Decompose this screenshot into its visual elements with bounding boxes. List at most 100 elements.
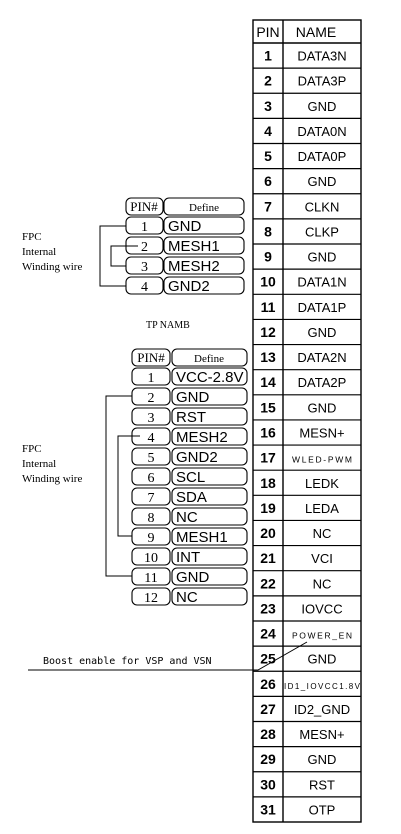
fpc-large-winding-inner bbox=[117, 435, 140, 537]
fpc-large-row-pin-number: 2 bbox=[148, 391, 155, 406]
main-table-pin-number: 26 bbox=[260, 676, 276, 692]
main-table-pin-number: 24 bbox=[260, 626, 276, 642]
fpc-small-header-define-cell bbox=[163, 197, 245, 216]
fpc-small-label-line2: Internal bbox=[22, 246, 56, 258]
fpc-small-row-pin-number: 3 bbox=[141, 260, 148, 275]
tp-name-label: TP NAMB bbox=[146, 320, 190, 331]
main-table-pin-name: DATA1P bbox=[298, 300, 347, 315]
main-table-pin-name: DATA0P bbox=[298, 149, 347, 164]
main-table-pin-name: CLKN bbox=[305, 199, 340, 214]
fpc-large-row-pin-cell bbox=[131, 547, 171, 566]
fpc-large-row-define-cell bbox=[171, 427, 248, 446]
fpc-small-winding-outer bbox=[99, 225, 126, 287]
fpc-small-row-define: MESH1 bbox=[168, 238, 220, 255]
main-table-pin-number: 11 bbox=[261, 299, 276, 315]
fpc-small-row-define-cell bbox=[163, 256, 245, 275]
main-table-pin-name: GND bbox=[308, 174, 337, 189]
fpc-large-row-pin-number: 12 bbox=[144, 591, 158, 606]
main-table-pin-name: CLKP bbox=[305, 224, 339, 239]
fpc-small-row-pin-number: 1 bbox=[141, 220, 148, 235]
main-table-header-name: NAME bbox=[296, 24, 336, 40]
fpc-large-row-pin-cell bbox=[131, 367, 171, 386]
fpc-large-row-pin-cell bbox=[131, 487, 171, 506]
fpc-large-row-define: GND2 bbox=[176, 449, 218, 466]
fpc-large-row-define-cell bbox=[171, 547, 248, 566]
main-table-pin-number: 7 bbox=[264, 198, 272, 214]
main-table-pin-name: DATA0N bbox=[297, 124, 346, 139]
main-table-pin-number: 4 bbox=[264, 123, 272, 139]
fpc-large-row-define-cell bbox=[171, 447, 248, 466]
main-table-pin-number: 13 bbox=[260, 349, 276, 365]
main-table-pin-number: 18 bbox=[260, 475, 276, 491]
main-table-pin-number: 25 bbox=[260, 651, 276, 667]
fpc-large-row-define: GND bbox=[176, 389, 210, 406]
main-table-pin-name: ID1_IOVCC1.8V bbox=[284, 682, 361, 691]
fpc-large-row-pin-cell bbox=[131, 507, 171, 526]
main-table-pin-number: 31 bbox=[260, 801, 276, 817]
fpc-small-header-pin-cell bbox=[125, 197, 164, 216]
main-table-pin-name: GND bbox=[308, 400, 337, 415]
boost-enable-note: Boost enable for VSP and VSN bbox=[43, 656, 212, 667]
main-table-pin-name: GND bbox=[308, 752, 337, 767]
boost-enable-leader bbox=[28, 641, 308, 671]
fpc-large-row-define: SCL bbox=[176, 469, 205, 486]
fpc-large-row-define: RST bbox=[176, 409, 206, 426]
fpc-small-row-define-cell bbox=[163, 236, 245, 255]
fpc-small-row-pin-number: 2 bbox=[141, 240, 148, 255]
main-table-pin-number: 3 bbox=[264, 98, 272, 114]
fpc-small-winding-inner bbox=[110, 245, 138, 267]
fpc-large-row-define: VCC-2.8V bbox=[176, 369, 244, 386]
fpc-large-row-pin-number: 8 bbox=[148, 511, 155, 526]
main-table-pin-name: DATA3P bbox=[298, 74, 347, 89]
fpc-small-row-pin-number: 4 bbox=[141, 280, 148, 295]
main-table-pin-name: GND bbox=[308, 99, 337, 114]
fpc-small-row-define-cell bbox=[163, 276, 245, 295]
main-table-pin-number: 16 bbox=[260, 425, 276, 441]
fpc-large-row-pin-number: 6 bbox=[148, 471, 155, 486]
main-table-pin-number: 29 bbox=[260, 751, 276, 767]
fpc-large-row-pin-number: 4 bbox=[148, 431, 155, 446]
fpc-small-row-define-cell bbox=[163, 216, 245, 235]
main-table-pin-number: 27 bbox=[260, 701, 276, 717]
main-table-pin-name: DATA2N bbox=[297, 350, 346, 365]
main-table-pin-number: 17 bbox=[260, 450, 276, 466]
fpc-large-row-pin-number: 11 bbox=[144, 571, 157, 586]
main-table-pin-name: GND bbox=[308, 652, 337, 667]
main-table-pin-name: ID2_GND bbox=[294, 702, 350, 717]
fpc-large-header-define: Define bbox=[194, 353, 224, 365]
fpc-small-row-define: GND2 bbox=[168, 278, 210, 295]
main-table-pin-name: GND bbox=[308, 325, 337, 340]
fpc-small-label-line3: Winding wire bbox=[22, 261, 82, 273]
main-table-pin-number: 15 bbox=[260, 399, 276, 415]
fpc-large-row-define: NC bbox=[176, 509, 198, 526]
fpc-large-header-pin: PIN# bbox=[137, 350, 165, 365]
main-table-pin-number: 8 bbox=[264, 223, 272, 239]
fpc-small-header-pin: PIN# bbox=[130, 199, 158, 214]
fpc-large-label-line2: Internal bbox=[22, 458, 56, 470]
main-table-pin-name: RST bbox=[309, 777, 335, 792]
main-table-pin-number: 14 bbox=[260, 374, 276, 390]
main-table-pin-number: 1 bbox=[264, 48, 272, 64]
fpc-large-row-pin-cell bbox=[131, 447, 171, 466]
main-table-pin-number: 6 bbox=[264, 173, 272, 189]
main-table-pin-name: GND bbox=[308, 250, 337, 265]
main-table-pin-number: 2 bbox=[264, 73, 272, 89]
main-table-pin-number: 12 bbox=[260, 324, 276, 340]
fpc-small-row-define: GND bbox=[168, 218, 202, 235]
fpc-large-row-pin-cell bbox=[131, 467, 171, 486]
main-table-pin-number: 9 bbox=[264, 249, 272, 265]
fpc-large-row-define-cell bbox=[171, 527, 248, 546]
main-table-pin-name: VCI bbox=[311, 551, 333, 566]
main-table-pin-number: 19 bbox=[260, 500, 276, 516]
fpc-large-row-define: INT bbox=[176, 549, 200, 566]
fpc-large-row-define: MESH1 bbox=[176, 529, 228, 546]
fpc-large-row-pin-number: 5 bbox=[148, 451, 155, 466]
main-table-pin-number: 10 bbox=[260, 274, 276, 290]
main-table-pin-name: NC bbox=[313, 526, 332, 541]
fpc-small-label-line1: FPC bbox=[22, 231, 42, 243]
main-table-pin-name: MESN+ bbox=[299, 426, 344, 441]
main-table-pin-name: IOVCC bbox=[301, 601, 342, 616]
fpc-large-row-define-cell bbox=[171, 467, 248, 486]
